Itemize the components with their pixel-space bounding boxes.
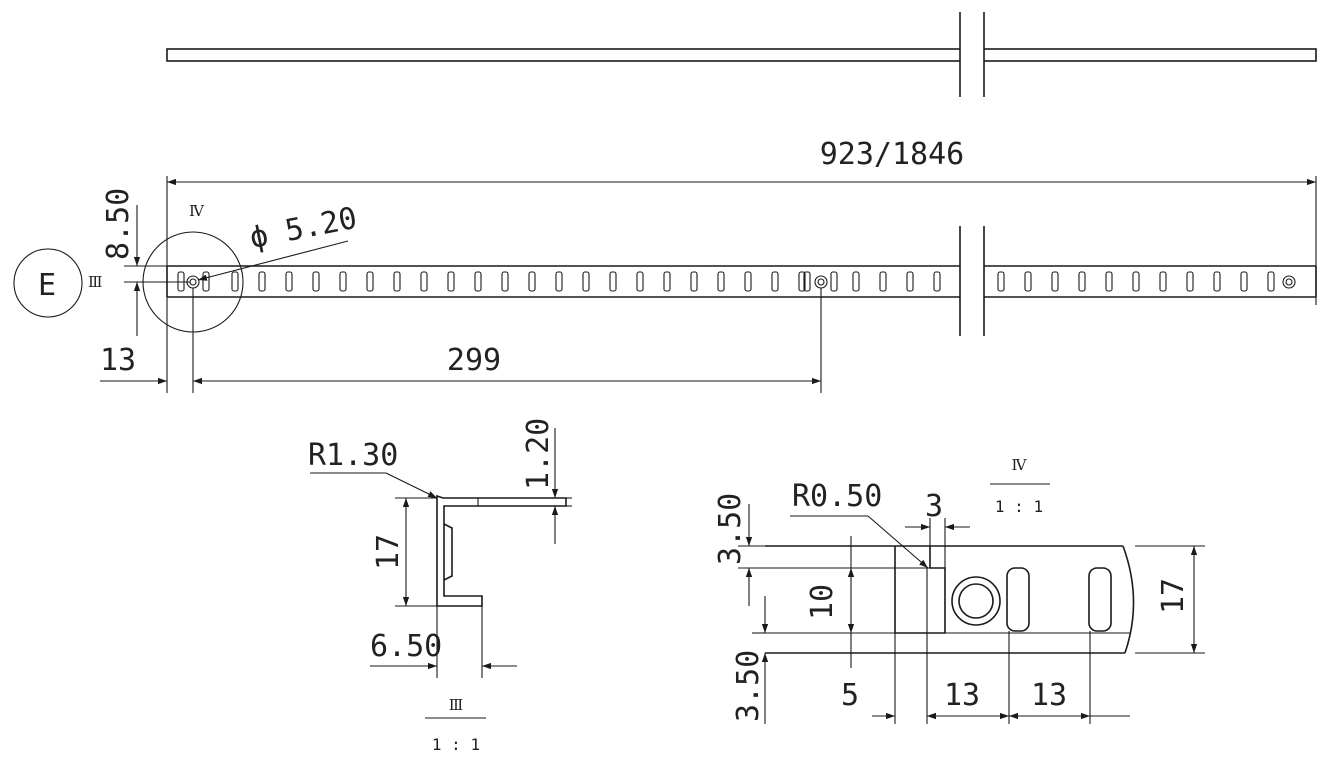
slot	[1240, 271, 1248, 292]
slot	[501, 271, 509, 292]
slot	[1213, 271, 1221, 292]
slot	[906, 271, 914, 292]
slot	[744, 271, 752, 292]
detail-iv-bottom-margin-dimension: 3.50	[731, 596, 769, 724]
slot	[1051, 271, 1059, 292]
slot	[555, 271, 563, 292]
detail-iii-view-label: Ⅲ 1 : 1	[425, 696, 486, 754]
slot	[1024, 271, 1032, 292]
slot	[393, 271, 401, 292]
detail-iii-callout: E Ⅲ	[13, 248, 102, 318]
detail-iii-radius-label: R1.30	[308, 438, 398, 473]
hole-diameter-label: ϕ 5.20	[247, 201, 360, 256]
edge-offset-label: 8.50	[101, 188, 136, 260]
mounting-hole-middle	[814, 275, 828, 289]
detail-iv-pitch-1-label: 13	[944, 678, 980, 713]
slot	[582, 271, 590, 292]
slot	[933, 271, 941, 292]
overall-length-dimension: 923/1846	[166, 137, 1317, 305]
slot-row	[177, 271, 1275, 292]
detail-iii-radius-callout: R1.30	[308, 438, 438, 499]
detail-iii-box-letter: E	[38, 268, 56, 303]
slot	[1267, 271, 1275, 292]
slot	[997, 271, 1005, 292]
slot	[285, 271, 293, 292]
detail-iii-thickness-label: 1.20	[521, 418, 556, 490]
detail-iv-radius-callout: R0.50	[790, 479, 929, 569]
detail-iv-hole-offset-label: 5	[841, 678, 859, 713]
detail-iii-flange-label: 6.50	[370, 629, 442, 664]
slot	[609, 271, 617, 292]
detail-iii-marker: Ⅲ	[88, 273, 102, 291]
detail-iv-view-label: Ⅳ 1 : 1	[990, 456, 1050, 516]
slot	[1132, 271, 1140, 292]
detail-iv-slot-length-label: 10	[805, 584, 840, 620]
overall-length-label: 923/1846	[820, 137, 965, 172]
slot	[852, 271, 860, 292]
slot	[830, 271, 838, 292]
detail-iii-scale-label: 1 : 1	[432, 735, 480, 754]
detail-iii-height-label: 17	[371, 534, 406, 570]
slot	[717, 271, 725, 292]
slot	[202, 271, 210, 292]
detail-iv-scale-label: 1 : 1	[995, 497, 1043, 516]
slot	[474, 271, 482, 292]
slot	[1105, 271, 1113, 292]
detail-iii-thickness-dimension: 1.20	[521, 418, 572, 544]
slot	[771, 271, 779, 292]
slot	[231, 271, 239, 292]
detail-iv-height-dimension: 17	[1135, 545, 1205, 654]
slot	[420, 271, 428, 292]
slot	[798, 271, 806, 292]
top-view	[166, 12, 1317, 97]
end-offset-label: 13	[100, 343, 136, 378]
front-view	[166, 226, 1317, 336]
slot	[803, 271, 811, 292]
slot	[258, 271, 266, 292]
slot	[366, 271, 374, 292]
edge-offset-dimension: 8.50	[101, 188, 190, 336]
slot	[1186, 271, 1194, 292]
hole-diameter-callout: ϕ 5.20	[197, 201, 360, 281]
slot	[447, 271, 455, 292]
slot	[690, 271, 698, 292]
detail-iii-flange-dimension: 6.50	[370, 606, 517, 678]
detail-iv-slot-width-label: 3	[925, 489, 943, 524]
slot	[663, 271, 671, 292]
hole-spacing-label: 299	[447, 343, 501, 378]
detail-iv-slot-width-dimension: 3	[905, 489, 970, 568]
slot	[339, 271, 347, 292]
detail-iii-height-dimension: 17	[371, 497, 437, 607]
detail-iv-radius-label: R0.50	[792, 479, 882, 514]
slot	[636, 271, 644, 292]
slot	[1078, 271, 1086, 292]
detail-iv-pitch-dimensions: 5 13 13	[841, 568, 1130, 724]
slot	[1159, 271, 1167, 292]
detail-iii-view-marker: Ⅲ	[449, 696, 463, 714]
hole-position-dimensions: 13 299	[100, 288, 822, 393]
detail-iv-strip	[765, 545, 1135, 654]
slot	[879, 271, 887, 292]
detail-iv-height-label: 17	[1156, 578, 1191, 614]
detail-iii-section	[436, 494, 567, 607]
detail-iv-top-margin-label: 3.50	[713, 493, 748, 565]
detail-iv-pitch-2-label: 13	[1031, 678, 1067, 713]
slot	[312, 271, 320, 292]
detail-iv-top-margin-dimension: 3.50	[713, 493, 930, 606]
slot	[528, 271, 536, 292]
detail-iv-bottom-margin-label: 3.50	[731, 650, 766, 722]
detail-iv-marker: Ⅳ	[189, 202, 205, 220]
mounting-hole-right	[1282, 275, 1296, 289]
detail-iv-view-marker: Ⅳ	[1012, 456, 1028, 474]
detail-iv-slot-length-dimension: 10	[805, 536, 855, 668]
